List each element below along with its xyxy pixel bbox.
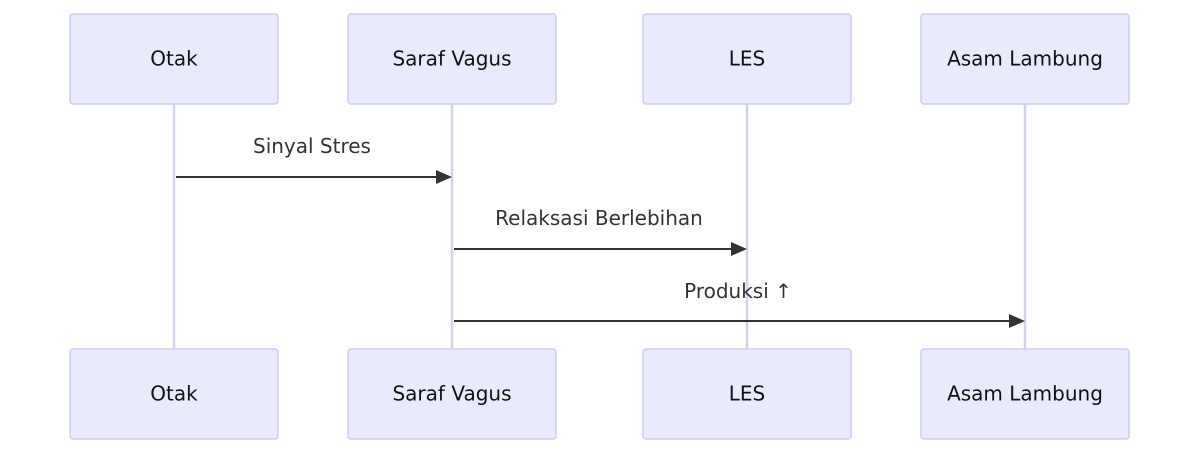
actor-bottom-asam-lambung: Asam Lambung (920, 348, 1130, 440)
message-label: Sinyal Stres (253, 134, 371, 158)
message-relaksasi-berlebihan: Relaksasi Berlebihan (454, 206, 747, 256)
actor-bottom-saraf-vagus: Saraf Vagus (347, 348, 557, 440)
actor-label: Saraf Vagus (392, 47, 511, 71)
message-label: Produksi ↑ (684, 279, 792, 303)
actor-top-les: LES (642, 13, 852, 105)
message-label: Relaksasi Berlebihan (495, 206, 703, 230)
actor-label: Saraf Vagus (392, 382, 511, 406)
arrowhead-icon (436, 170, 452, 184)
actor-top-saraf-vagus: Saraf Vagus (347, 13, 557, 105)
actor-label: Asam Lambung (947, 47, 1103, 71)
arrowhead-icon (731, 242, 747, 256)
actor-label: Otak (150, 382, 198, 406)
actor-bottom-les: LES (642, 348, 852, 440)
actor-label: LES (729, 382, 765, 406)
actor-top-otak: Otak (69, 13, 279, 105)
message-produksi: Produksi ↑ (454, 279, 1025, 328)
arrowhead-icon (1009, 314, 1025, 328)
actor-bottom-otak: Otak (69, 348, 279, 440)
actor-label: Otak (150, 47, 198, 71)
actor-label: LES (729, 47, 765, 71)
actor-label: Asam Lambung (947, 382, 1103, 406)
actor-top-asam-lambung: Asam Lambung (920, 13, 1130, 105)
message-sinyal-stres: Sinyal Stres (176, 134, 452, 184)
